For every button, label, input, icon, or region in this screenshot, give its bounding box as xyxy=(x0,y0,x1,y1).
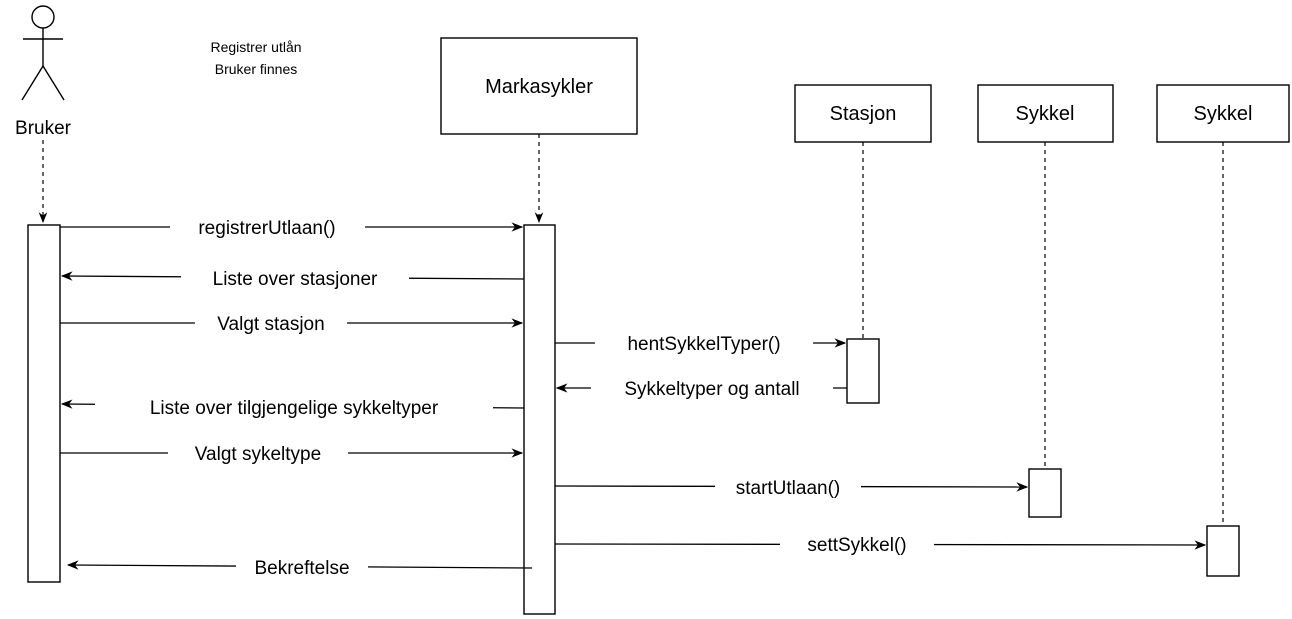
actor-bruker-icon xyxy=(21,5,65,101)
note-line-1: Registrer utlån xyxy=(210,39,301,55)
activation-stasjon xyxy=(846,338,880,404)
message-7-label: Valgt sykeltype xyxy=(195,444,321,465)
message-10-label: Bekreftelse xyxy=(254,558,349,579)
participant-markasykler-label: Markasykler xyxy=(485,76,593,98)
activation-bruker xyxy=(27,224,61,583)
participant-sykkel-2-box xyxy=(1156,84,1290,143)
participant-markasykler-box xyxy=(440,37,638,135)
activation-markasykler xyxy=(523,224,556,615)
participant-stasjon-box xyxy=(794,84,932,143)
message-8-label: startUtlaan() xyxy=(736,478,841,499)
participant-sykkel-2-label: Sykkel xyxy=(1194,103,1253,125)
message-1-label: registrerUtlaan() xyxy=(198,218,335,239)
participant-sykkel-1-label: Sykkel xyxy=(1016,103,1075,125)
participant-sykkel-1-box xyxy=(977,84,1114,143)
participant-stasjon-label: Stasjon xyxy=(830,103,897,125)
message-9-label: settSykkel() xyxy=(807,535,906,556)
message-3-label: Valgt stasjon xyxy=(217,314,324,335)
actor-bruker-label: Bruker xyxy=(15,118,72,139)
message-2-label: Liste over stasjoner xyxy=(213,269,378,290)
message-5-label: Sykkeltyper og antall xyxy=(624,379,799,400)
message-6-label: Liste over tilgjengelige sykkeltyper xyxy=(150,398,439,419)
note-line-2: Bruker finnes xyxy=(215,61,297,77)
message-4-label: hentSykkelTyper() xyxy=(627,334,780,355)
activation-sykkel-1 xyxy=(1028,468,1062,518)
activation-sykkel-2 xyxy=(1206,525,1240,577)
